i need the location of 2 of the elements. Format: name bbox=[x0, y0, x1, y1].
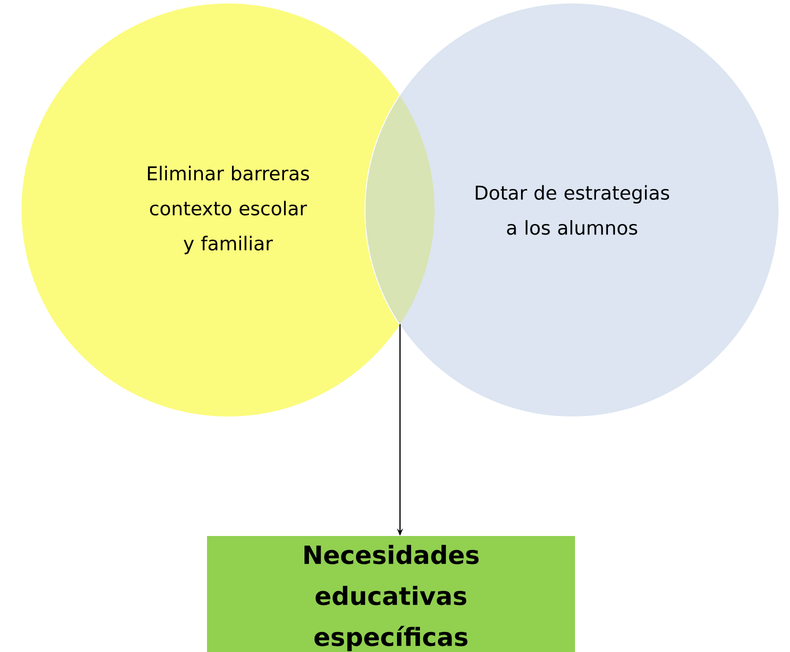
overlap-area bbox=[366, 96, 434, 324]
result-box: Necesidades educativas específicas bbox=[207, 536, 575, 652]
